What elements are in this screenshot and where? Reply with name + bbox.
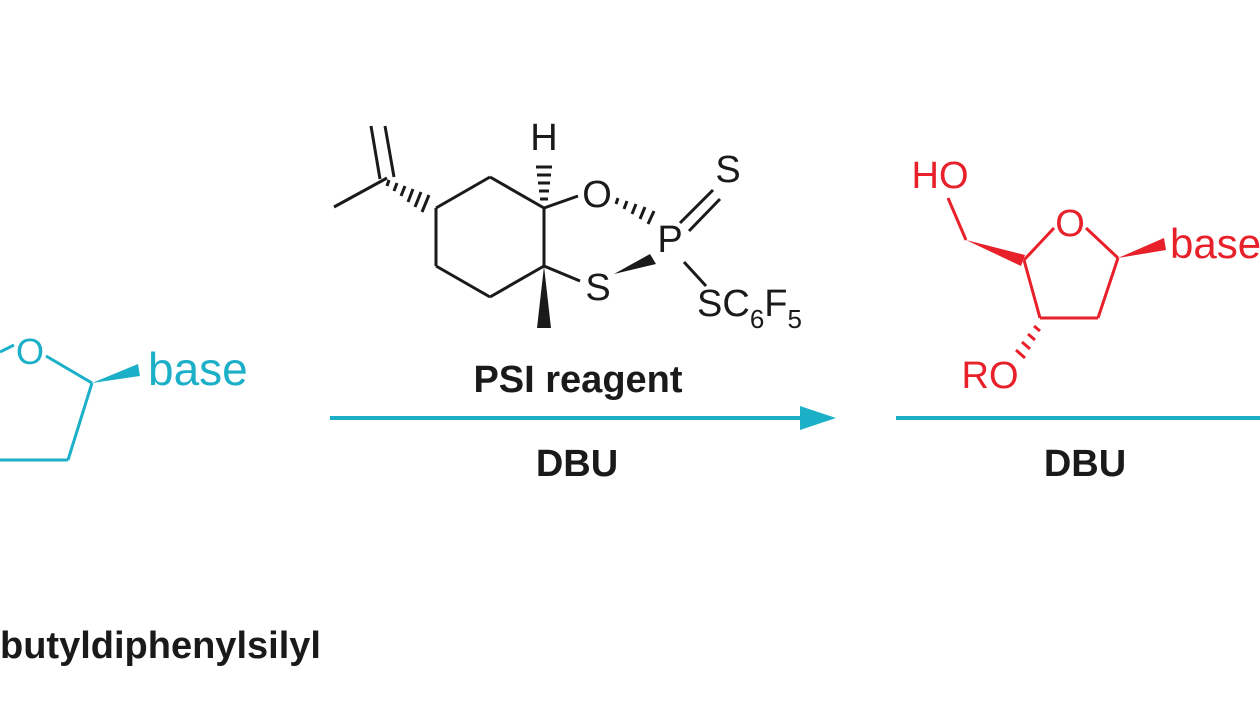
reaction-arrow-head xyxy=(800,406,836,430)
wedge-bond-to-base xyxy=(1118,238,1166,258)
c-o-bond xyxy=(543,194,579,210)
phosphorus-label: P xyxy=(657,219,682,261)
ring-bond xyxy=(489,175,545,210)
hashed-c3-o-bond xyxy=(1015,324,1041,360)
step1-reagent-label: DBU xyxy=(536,443,618,485)
hashed-o-p-bond xyxy=(614,197,656,225)
ring-bond xyxy=(0,343,15,354)
product-nucleoside-structure: HO O base RO xyxy=(912,155,1260,397)
reagent-name: PSI reagent xyxy=(473,359,682,401)
ring-bond xyxy=(435,264,491,299)
p-s-double-bond xyxy=(687,197,722,233)
hashed-bond-to-h xyxy=(536,165,552,201)
ring-bond xyxy=(1022,259,1042,319)
left-nucleoside-fragment: O base xyxy=(0,331,248,462)
ring-oxygen-label: O xyxy=(16,331,44,372)
base-label: base xyxy=(148,343,248,395)
hydroxyl-label: HO xyxy=(912,155,969,197)
step2-reagent-label: DBU xyxy=(1044,443,1126,485)
c-s-bond xyxy=(543,264,581,283)
ch2-oh-bond xyxy=(946,197,968,241)
hashed-bond xyxy=(385,179,431,213)
ring-bond xyxy=(45,354,93,385)
hydrogen-label: H xyxy=(530,117,557,159)
ether-label: RO xyxy=(962,355,1019,397)
methyl-bond xyxy=(333,176,388,209)
ring-bond xyxy=(66,382,94,461)
vinyl-double-bond xyxy=(383,125,396,178)
p-s-bond xyxy=(682,260,708,288)
psi-reagent-structure: H O P S SC6F5 S xyxy=(333,117,802,334)
vinyl-double-bond xyxy=(369,125,382,180)
ring-bond xyxy=(1084,226,1120,260)
footnote-label: butyldiphenylsilyl xyxy=(0,625,321,667)
ring-bond xyxy=(435,175,491,210)
ring-bond xyxy=(489,264,545,299)
ring-sulfur-label: S xyxy=(585,267,610,309)
ring-bond xyxy=(1022,226,1056,262)
ring-oxygen-label: O xyxy=(1055,203,1085,245)
p-s-double-bond xyxy=(678,188,715,225)
thione-sulfur-label: S xyxy=(715,149,740,191)
ring-bond xyxy=(1096,257,1120,319)
base-label: base xyxy=(1170,220,1260,267)
wedge-s-p-bond xyxy=(614,254,656,274)
ring-oxygen-label: O xyxy=(582,174,612,216)
wedge-c4-ch2-bond xyxy=(966,240,1025,266)
wedge-methyl-bond xyxy=(537,266,551,328)
wedge-bond-to-base xyxy=(92,364,140,383)
pentafluorophenylthio-label: SC6F5 xyxy=(697,283,802,334)
